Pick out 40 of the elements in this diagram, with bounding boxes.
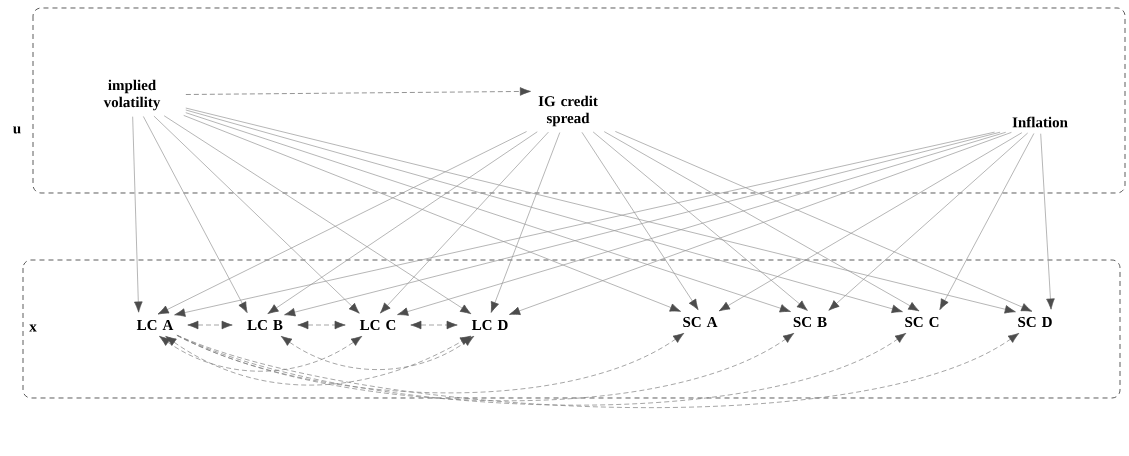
variable-label: SC D [1018,316,1052,328]
arrow [159,336,363,372]
arrow [143,116,248,313]
variable-label: LC D [471,319,508,331]
arrow [603,131,920,312]
arrow [157,131,527,315]
arrow [397,131,1007,316]
arrow [267,131,538,315]
variable-label: LC C [359,319,396,331]
arrow [939,133,1035,310]
arrow [828,132,1028,311]
arrow [297,320,346,330]
arrow [183,115,681,312]
arrow [615,131,1033,312]
arrow [280,336,475,370]
variable-label: SC C [905,316,939,328]
arrow [165,335,472,386]
arrow [490,132,561,313]
variable-label: SC B [793,316,827,328]
arrow [185,112,791,313]
arrow [176,333,1020,408]
arrow [163,115,472,315]
variable-label: LC B [247,319,283,331]
arrow [718,132,1023,312]
arrow [1040,133,1055,310]
node-label: u [13,126,21,134]
arrow [592,131,808,311]
variable-label: SC A [683,316,718,328]
arrow [153,115,360,314]
variable-label: LC A [136,319,174,331]
arrow [185,87,531,96]
arrow [380,131,549,314]
arrow [581,131,699,311]
variable-label: IG credit spread [538,95,598,127]
arrow [187,320,233,330]
arrow [509,132,1012,315]
variable-label: implied volatility [103,79,161,111]
arrow [410,320,458,330]
arrow [132,116,143,313]
variable-label: Inflation [1012,116,1068,128]
